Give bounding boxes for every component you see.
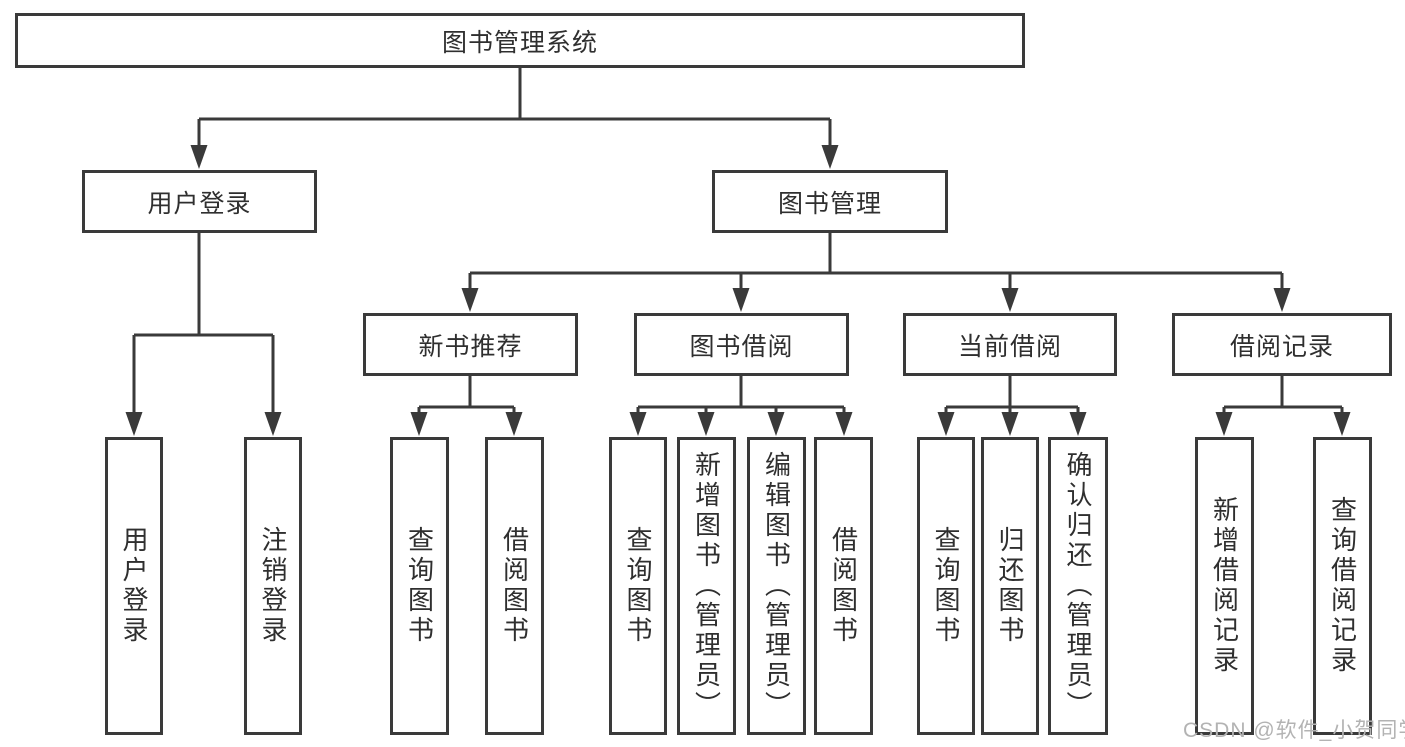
csdn-watermark: CSDN @软件_小贺同学 (1183, 719, 1405, 742)
node-label: 用户登录 (119, 526, 149, 646)
node-current-borrow: 当前借阅 (903, 313, 1117, 376)
node-label: 新增图书（管理员） (691, 451, 722, 721)
node-label: 编辑图书（管理员） (761, 451, 792, 721)
node-label: 借阅记录 (1229, 332, 1334, 361)
leaf-query-books-current: 查询图书 (917, 437, 975, 735)
leaf-add-books-admin: 新增图书（管理员） (677, 437, 736, 735)
node-label: 确认归还（管理员） (1063, 451, 1093, 721)
node-label: 图书管理 (777, 189, 882, 218)
node-user-login: 用户登录 (82, 170, 317, 233)
connector-new-book-rec-to-leaves (410, 376, 523, 436)
leaf-borrow-books-recommend: 借阅图书 (485, 437, 544, 735)
node-label: 用户登录 (147, 189, 252, 218)
node-label: 查询图书 (931, 526, 961, 646)
leaf-edit-books-admin: 编辑图书（管理员） (747, 437, 806, 735)
leaf-query-borrow-record: 查询借阅记录 (1313, 437, 1372, 735)
node-label: 借阅图书 (499, 526, 530, 646)
leaf-borrow-books: 借阅图书 (814, 437, 873, 735)
node-label: 借阅图书 (828, 526, 859, 646)
leaf-add-borrow-record: 新增借阅记录 (1195, 437, 1254, 735)
node-label: 当前借阅 (957, 332, 1062, 361)
node-root: 图书管理系统 (15, 13, 1025, 68)
connector-book-borrow-to-leaves (629, 376, 853, 436)
node-label: 新书推荐 (418, 332, 523, 361)
node-label: 查询图书 (404, 526, 435, 646)
connector-book-mgmt-to-level3 (461, 233, 1291, 312)
node-borrow-records: 借阅记录 (1172, 313, 1392, 376)
node-label: 归还图书 (995, 526, 1025, 646)
node-label: 新增借阅记录 (1209, 496, 1240, 676)
connector-borrow-records-to-leaves (1215, 376, 1351, 436)
node-label: 图书借阅 (689, 332, 794, 361)
connector-root-to-level2 (190, 68, 839, 169)
node-book-management: 图书管理 (712, 170, 948, 233)
leaf-query-books-recommend: 查询图书 (390, 437, 449, 735)
node-new-book-recommend: 新书推荐 (363, 313, 578, 376)
node-label: 查询借阅记录 (1327, 496, 1358, 676)
node-label: 注销登录 (258, 526, 288, 646)
node-label: 图书管理系统 (441, 28, 598, 57)
leaf-logout: 注销登录 (244, 437, 302, 735)
leaf-query-books-borrow: 查询图书 (609, 437, 667, 735)
connector-current-borrow-to-leaves (937, 376, 1087, 436)
leaf-return-books: 归还图书 (981, 437, 1039, 735)
connector-user-login-to-leaves (125, 233, 282, 436)
leaf-user-login: 用户登录 (105, 437, 163, 735)
node-label: 查询图书 (623, 526, 653, 646)
leaf-confirm-return-admin: 确认归还（管理员） (1048, 437, 1108, 735)
node-book-borrow: 图书借阅 (634, 313, 849, 376)
